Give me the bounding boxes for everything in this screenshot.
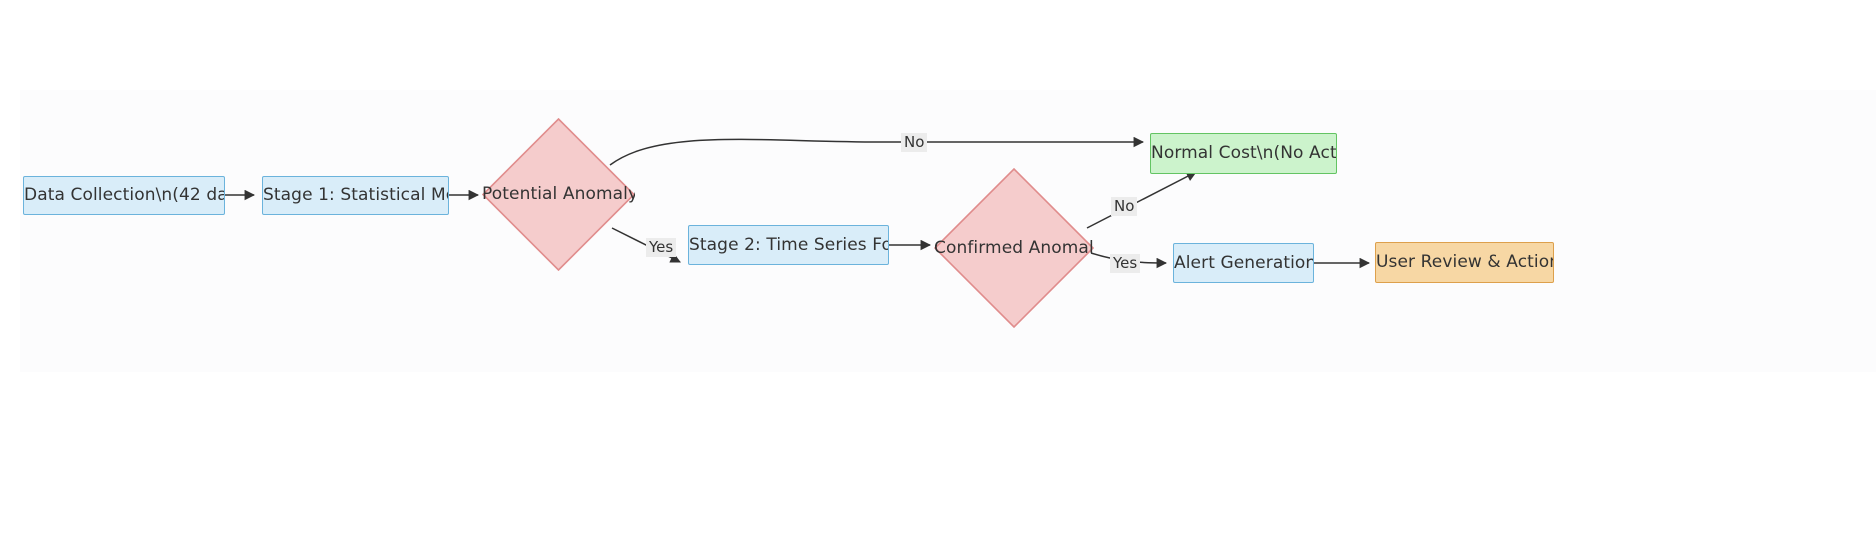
- node-alert-generation-label: Alert Generation: [1174, 254, 1313, 272]
- diamond-shape-potential: [482, 118, 635, 271]
- node-user-review[interactable]: User Review & Action: [1375, 242, 1554, 283]
- node-potential-anomaly-label: Potential Anomaly?: [482, 186, 635, 203]
- node-potential-anomaly[interactable]: Potential Anomaly?: [482, 118, 635, 271]
- node-data-collection[interactable]: Data Collection\n(42 days hi: [23, 176, 225, 215]
- node-alert-generation[interactable]: Alert Generation: [1173, 243, 1314, 283]
- node-stage2-label: Stage 2: Time Series Foreca:: [689, 236, 888, 254]
- node-stage1-label: Stage 1: Statistical Model: [263, 187, 448, 204]
- node-stage2[interactable]: Stage 2: Time Series Foreca:: [688, 225, 889, 265]
- diamond-shape-confirmed: [934, 168, 1094, 328]
- node-normal-cost[interactable]: Normal Cost\n(No Action): [1150, 133, 1337, 174]
- edge-potential-to-normal-cost: [609, 136, 1145, 166]
- edge-label-potential-no: No: [901, 133, 928, 152]
- node-stage1[interactable]: Stage 1: Statistical Model: [262, 176, 449, 215]
- edge-label-confirmed-yes: Yes: [1110, 254, 1141, 273]
- node-user-review-label: User Review & Action: [1376, 254, 1553, 271]
- node-data-collection-label: Data Collection\n(42 days hi: [24, 187, 224, 204]
- edge-label-potential-yes: Yes: [646, 238, 677, 257]
- edge-label-confirmed-no: No: [1111, 197, 1138, 216]
- node-confirmed-anomaly[interactable]: Confirmed Anomaly?: [934, 168, 1094, 328]
- node-normal-cost-label: Normal Cost\n(No Action): [1151, 145, 1336, 162]
- diagram-background: [20, 90, 1876, 372]
- edge-confirmed-to-normal-cost: [1086, 171, 1197, 229]
- node-confirmed-anomaly-label: Confirmed Anomaly?: [934, 239, 1094, 257]
